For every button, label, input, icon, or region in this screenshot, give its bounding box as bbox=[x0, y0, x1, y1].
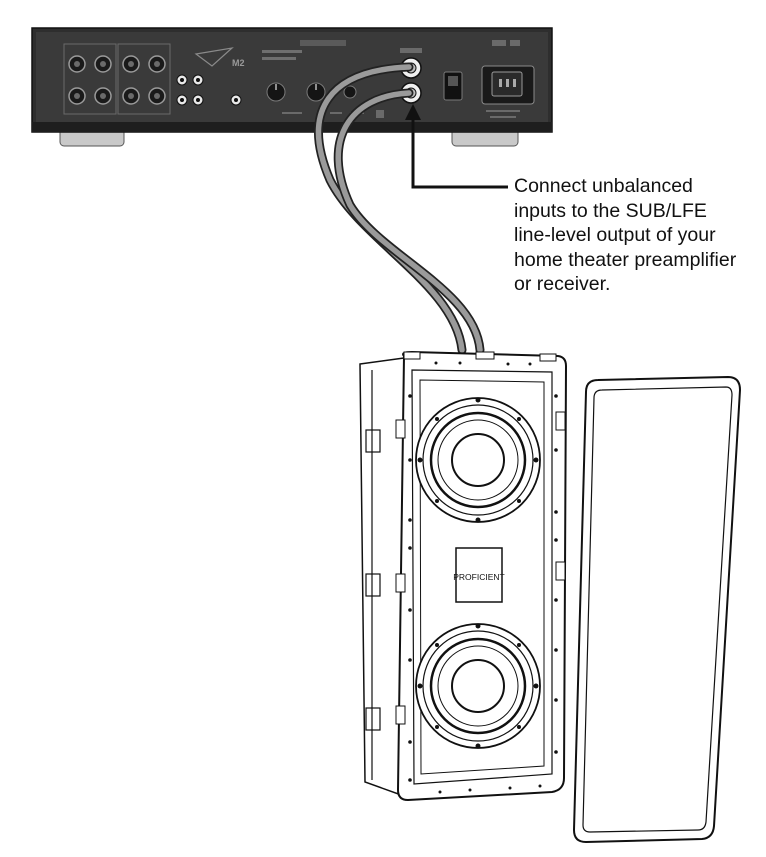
dust-cap-lower bbox=[451, 659, 505, 713]
callout-line-2: inputs to the SUB/LFE bbox=[514, 199, 707, 222]
amplifier: M2 bbox=[31, 27, 553, 147]
brand-badge: PROFICIENT bbox=[453, 547, 505, 603]
model-label: M2 bbox=[232, 58, 245, 68]
sub-cables bbox=[314, 62, 485, 355]
binding-posts bbox=[63, 43, 171, 115]
callout-line-5: or receiver. bbox=[514, 273, 611, 295]
callout-line-3: line-level output of your bbox=[514, 224, 716, 246]
woofer-lower bbox=[415, 623, 541, 749]
speaker-grille bbox=[572, 375, 742, 844]
callout-line-1: Connect unbalanced bbox=[514, 175, 693, 197]
callout-leader bbox=[405, 104, 508, 189]
power-inlet bbox=[481, 65, 535, 105]
callout-text: Connect unbalanced inputs to the SUB/LFE… bbox=[514, 174, 764, 297]
woofer-upper bbox=[415, 397, 541, 523]
power-switch bbox=[443, 71, 463, 101]
callout-line-4: home theater preamplifier bbox=[514, 248, 737, 271]
dust-cap-upper bbox=[451, 433, 505, 487]
brand-logo: M2 bbox=[194, 40, 346, 68]
badge-text: PROFICIENT bbox=[453, 572, 504, 582]
in-wall-subwoofer: PROFICIENT bbox=[359, 350, 568, 802]
callout-arrowhead bbox=[405, 104, 421, 120]
control-knobs bbox=[266, 82, 357, 102]
